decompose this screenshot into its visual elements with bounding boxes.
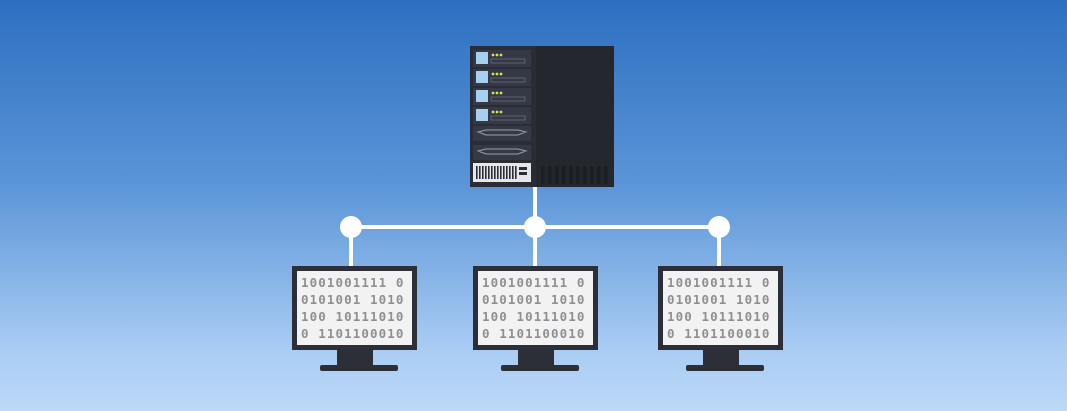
side-vent-slot bbox=[541, 166, 545, 184]
drive-bay bbox=[473, 50, 531, 67]
vent-bar bbox=[491, 166, 493, 179]
side-vent-slot bbox=[548, 166, 552, 184]
vent-bar bbox=[479, 166, 481, 179]
optical-drive-slot bbox=[473, 126, 531, 141]
drive-bay bbox=[473, 107, 531, 124]
drive-bay bbox=[473, 88, 531, 105]
vent-panel bbox=[473, 163, 531, 182]
monitor-icon: 1001001111 0 0101001 1010 100 10111010 0… bbox=[658, 266, 783, 371]
binary-line: 0101001 1010 bbox=[301, 292, 405, 307]
vent-bar bbox=[488, 166, 490, 179]
vent-bar bbox=[494, 166, 496, 179]
server-rack-icon bbox=[470, 46, 614, 187]
network-node-icon bbox=[708, 216, 730, 238]
side-vent-slot bbox=[576, 166, 580, 184]
vent-bar bbox=[509, 166, 511, 179]
binary-line: 0 1101100010 bbox=[482, 326, 586, 341]
vent-bar bbox=[512, 166, 514, 179]
vent-bar bbox=[485, 166, 487, 179]
side-vent-slot bbox=[583, 166, 587, 184]
side-vent-slot bbox=[555, 166, 559, 184]
vent-bar bbox=[515, 166, 517, 179]
binary-line: 1001001111 0 bbox=[301, 275, 405, 290]
vent-bar bbox=[503, 166, 505, 179]
network-connectors bbox=[340, 186, 730, 266]
side-vent-slot bbox=[569, 166, 573, 184]
side-vent-slot bbox=[604, 166, 608, 184]
vent-bar bbox=[497, 166, 499, 179]
vent-bar bbox=[476, 166, 478, 179]
binary-line: 1001001111 0 bbox=[482, 275, 586, 290]
binary-line: 0101001 1010 bbox=[482, 292, 586, 307]
side-vent bbox=[541, 166, 608, 184]
network-node-icon bbox=[524, 216, 546, 238]
binary-line: 0101001 1010 bbox=[667, 292, 771, 307]
drive-bay bbox=[473, 69, 531, 86]
side-vent-slot bbox=[562, 166, 566, 184]
monitor-icon: 1001001111 0 0101001 1010 100 10111010 0… bbox=[292, 266, 417, 371]
monitor-icon: 1001001111 0 0101001 1010 100 10111010 0… bbox=[473, 266, 598, 371]
side-vent-slot bbox=[590, 166, 594, 184]
binary-line: 100 10111010 bbox=[667, 309, 771, 324]
binary-line: 1001001111 0 bbox=[667, 275, 771, 290]
vent-bar bbox=[482, 166, 484, 179]
binary-line: 0 1101100010 bbox=[667, 326, 771, 341]
binary-line: 0 1101100010 bbox=[301, 326, 405, 341]
optical-drive-slot bbox=[473, 145, 531, 160]
vent-bar bbox=[500, 166, 502, 179]
binary-line: 100 10111010 bbox=[301, 309, 405, 324]
binary-line: 100 10111010 bbox=[482, 309, 586, 324]
network-node-icon bbox=[340, 216, 362, 238]
side-vent-slot bbox=[597, 166, 601, 184]
vent-bar bbox=[506, 166, 508, 179]
